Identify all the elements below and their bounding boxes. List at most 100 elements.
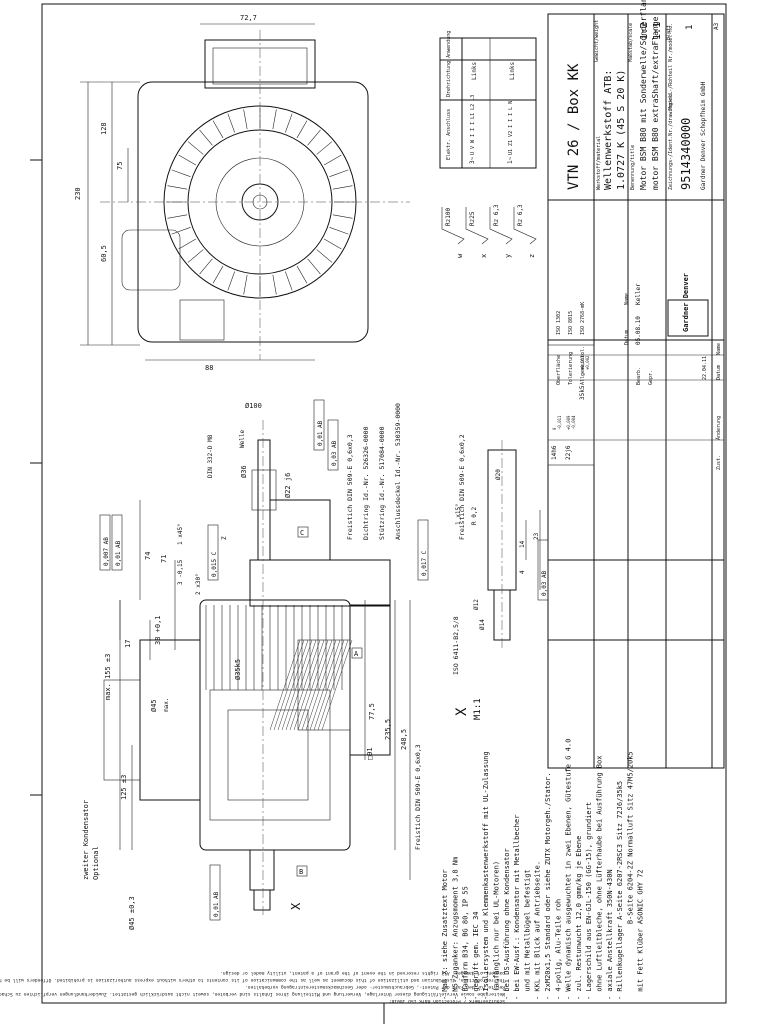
note-line: mit Fett Klüber ASONIC GHY 72 [637, 869, 645, 1000]
conn-header-rot: Drehrichtung Anwendung [446, 31, 452, 97]
copyright-line: Weitergabe sowie Vervielfältigung dieser… [0, 991, 505, 997]
surface-x-letter: x [480, 254, 488, 258]
dim-91: □91 [366, 747, 374, 760]
name-label: Name [624, 293, 630, 305]
edit-date: 05.08.10 [635, 316, 642, 345]
dim-2x30: 2 x30° [195, 573, 202, 595]
detail-dim-23: 23 [533, 532, 540, 540]
tol-frame-8: 0,03 AB [331, 440, 338, 466]
section-hatch [309, 639, 341, 731]
general-tol-label: Allgemeintol. [580, 346, 586, 385]
tol-frame-3: 0,015 C [211, 551, 218, 577]
conn-row2-rot: Links [509, 62, 516, 80]
section-hatch [305, 639, 337, 731]
drawing-no-label: Zeichnungs-/Ident.Nr./drawing-no. [668, 91, 674, 190]
cooling-fin [167, 214, 188, 219]
cooling-fin [167, 185, 188, 190]
cooling-fin [199, 129, 213, 146]
copyright-line: Schutzvermerk / Protection mark ISO 1601… [389, 998, 505, 1004]
surface-z-value: Rz 6,3 [517, 204, 524, 226]
detail-dim-14b: 14 [519, 540, 526, 548]
cooling-fin [296, 265, 308, 284]
fits-table: 14h6 0 -0,011 22j6 +0,009 -0,004 35k5 +0… [547, 344, 595, 466]
cooling-fin [272, 274, 277, 295]
callout-seal-ring: Dichtring Id.-Nr. 526326-0000 [362, 426, 370, 540]
tol-frame-7: 0,01 AB [317, 420, 324, 446]
material-label: Werkstoff/material [596, 136, 602, 190]
surface-z-letter: z [528, 254, 536, 258]
scale-label: Maßstab/scale [628, 23, 634, 62]
dim-77-5: 77,5 [368, 703, 376, 720]
notes-block: - Maß X: siehe Zusatztext Motor- M5-Zuga… [441, 739, 645, 1000]
motor-side-view: A B C max. 155 ±3 125 ±3 38 +0,1 17 74 7… [82, 399, 549, 930]
cooling-fin [307, 129, 321, 146]
cooling-fin [332, 185, 353, 190]
section-hatch [301, 639, 333, 731]
surface-w-value: Rz100 [445, 208, 452, 226]
callout-center-hole: DIN 332-D M8 [207, 434, 214, 478]
tol-frame-5: 0,03 AB [541, 570, 548, 596]
callout-connection-cover: Anschlussdeckel Id.-Nr. 530359-0000 [394, 403, 402, 540]
dim-74: 74 [144, 552, 152, 560]
dim-235-5: 235,5 [384, 719, 392, 740]
section-hatch [285, 639, 317, 731]
note-line: - 4-polig, Alu-Teile roh [554, 899, 562, 1000]
edit-name: Keller [635, 283, 642, 305]
edit-label: Bearb. [636, 367, 642, 385]
cooling-fin [243, 109, 248, 130]
note-line: - Isoliersystem und Klemmenkastenwerksto… [482, 751, 490, 1000]
conn-header-elec: Elektr. Anschluss [446, 109, 452, 160]
cooling-fin [212, 265, 224, 284]
note-line: - zul. Restunwucht 12,0 gmm/kg je Ebene [575, 836, 583, 1000]
note-line: - KKL mit Blick auf Antriebseite. [534, 861, 542, 1000]
datum-a: A [354, 650, 359, 658]
section-hatch [269, 639, 301, 731]
cooling-fin [316, 141, 333, 155]
section-hatch [277, 639, 309, 731]
dim-17: 17 [124, 640, 132, 648]
designation-line2: motor BSM B80 extraShaft/extraFlange [651, 16, 660, 190]
designation-line1: Motor BSM B80 mit Sonderwelle/Sonderflan… [639, 0, 648, 190]
dim-128: 128 [100, 122, 108, 135]
note-line: (anfänglich nur bei UL-Motoren) [493, 861, 501, 1000]
conn-row2-phase: 1~ [507, 156, 514, 164]
cooling-fin [272, 109, 277, 130]
cooling-fin [171, 227, 191, 235]
detail-scale: M1:1 [473, 698, 483, 720]
dim-45-rear: Ø45 ±0,3 [128, 896, 136, 930]
date-label: Datum [624, 330, 630, 345]
callout-undercut-1: Freistich DIN 509-E 0,6x0,3 [346, 434, 354, 540]
dim-60-5: 60,5 [100, 245, 108, 262]
section-hatch [321, 639, 353, 731]
dim-88: 88 [205, 364, 213, 372]
standard-2: ISO 8015 [568, 311, 574, 335]
cooling-fin [178, 154, 197, 166]
note-line: und mit Metallbügel befestigt [523, 869, 531, 1000]
section-hatch [293, 639, 325, 731]
dim-max-155: max. 155 ±3 [104, 654, 112, 700]
change-date: 22.04.11 [702, 356, 708, 380]
sheet-label: Blatt [666, 25, 672, 40]
connection-table: Elektr. Anschluss Drehrichtung Anwendung… [439, 31, 537, 169]
dim-230: 230 [74, 187, 82, 200]
detail-dim-chamfer: 1 x15° [455, 503, 462, 525]
cooling-fin [285, 271, 293, 291]
dim-36: Ø36 [240, 465, 248, 478]
note-line: - M5-Zuganker: Anzugsmoment 3,8 Nm [451, 857, 459, 1000]
standard-3: ISO 2768-mK [580, 302, 586, 335]
callout-iso-center: ISO 6411-B2,5/8 [452, 616, 460, 675]
section-hatch [313, 639, 345, 731]
copyright-line: Rechte für den Fall der Patent-, Gebrauc… [245, 984, 505, 990]
cooling-fin [285, 113, 293, 133]
dim-35k5: Ø35k5 [234, 659, 242, 680]
fit-1-lower: -0,011 [557, 415, 562, 430]
dim-248-5: 248,5 [400, 729, 408, 750]
detail-dim-radius: R 0,2 [471, 507, 478, 525]
surface-label: Oberfläche [556, 355, 562, 385]
copyright-block: Schutzvermerk / Protection mark ISO 1601… [0, 970, 505, 1004]
material-line2: 1.0727 K (45 S 20 K) [616, 70, 627, 190]
fit-1-upper: 0 [552, 427, 557, 430]
callout-support-ring: Stützring Id.-Nr. 517084-0000 [378, 426, 386, 540]
dim-22j6: Ø22 j6 [284, 473, 292, 498]
